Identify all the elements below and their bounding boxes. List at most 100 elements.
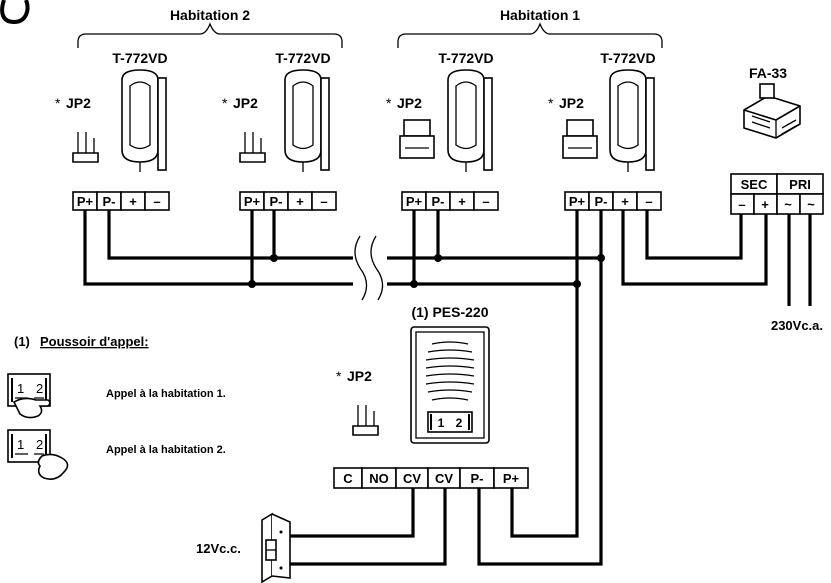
din-rail-psu-icon: [743, 83, 801, 139]
jumper-cap-icon: [399, 119, 435, 159]
legend-button-2-1: 2: [36, 437, 43, 452]
terminal-label: P+: [77, 194, 94, 209]
terminal-label-11: –: [482, 194, 489, 209]
jumper-icon: [72, 132, 99, 163]
habitation-2-label: Habitation 2: [170, 7, 250, 23]
pointing-hand-icon-1: [37, 453, 69, 480]
monitor-2: T-772VD * JP2 P+ P- + –: [222, 50, 337, 211]
panel-button-1: 1: [438, 416, 445, 430]
jp2-label-1: JP2: [233, 95, 258, 111]
cable-break-left: [354, 235, 368, 301]
call-button-legend: (1) Poussoir d'appel: 1 2 Appel à la hab…: [7, 334, 226, 480]
terminal-label-4: P+: [244, 194, 261, 209]
monitor-3: T-772VD * JP2 P+ P- + –: [386, 50, 499, 211]
legend-item-text-1: Appel à la habitation 2.: [106, 444, 226, 456]
jp2-asterisk-3: *: [548, 95, 554, 111]
psu-terminal-label-3: ~: [807, 197, 815, 212]
terminal-label-13: P-: [595, 194, 608, 209]
panel-terminal-label-3: CV: [435, 471, 453, 486]
legend-item-text: Appel à la habitation 1.: [106, 388, 226, 400]
legend-button-2: 2: [36, 381, 43, 396]
terminal-label-7: –: [320, 194, 327, 209]
jp2-label-3: JP2: [559, 95, 584, 111]
step-number-fragment: [0, 0, 30, 25]
pointing-hand-icon: [12, 397, 51, 419]
monitor-4: T-772VD * JP2 P+ P- + –: [548, 50, 662, 211]
junction-dot-4: [597, 254, 605, 262]
terminal-minus-2: [473, 191, 499, 211]
monitor-body-icon-3: [645, 77, 655, 171]
monitor-handset-inner-1: [292, 81, 314, 150]
monitor-body-icon-2: [483, 77, 493, 171]
psu-terminal-label-1: +: [761, 197, 769, 212]
legend-button-1: 1: [17, 381, 24, 396]
legend-prefix: (1): [14, 334, 30, 349]
door-panel: (1) PES-220 1 2 * JP2: [333, 304, 529, 489]
terminal-label-15: –: [645, 194, 652, 209]
panel-jp2-label: JP2: [347, 368, 372, 384]
panel-terminal-p-plus: [493, 467, 529, 489]
jumper-cap-icon-1: [562, 119, 598, 159]
monitor-model-label: T-772VD: [112, 50, 167, 66]
panel-terminal-label: C: [343, 471, 353, 486]
panel-terminal-label-2: CV: [403, 471, 421, 486]
junction-dot-5: [573, 280, 581, 288]
junction-dot-3: [410, 280, 418, 288]
jp2-label-2: JP2: [397, 95, 422, 111]
jp2-label: JP2: [66, 95, 91, 111]
sec-label: SEC: [741, 177, 768, 192]
jp2-asterisk-1: *: [222, 95, 228, 111]
terminal-minus-3: [636, 191, 662, 211]
terminal-label-3: –: [153, 194, 160, 209]
monitor-model-label-3: T-772VD: [600, 50, 655, 66]
monitor-terminal-block: P+ P- + –: [72, 191, 170, 211]
wire-lock-2: [290, 487, 447, 566]
terminal-label-12: P+: [569, 194, 586, 209]
junction-dots: [248, 254, 605, 288]
lock-voltage-label: 12Vc.c.: [196, 541, 241, 556]
terminal-label-5: P-: [270, 194, 283, 209]
legend-button-1-1: 1: [17, 437, 24, 452]
wire-p-minus-left: [107, 210, 353, 260]
jp2-asterisk-2: *: [386, 95, 392, 111]
habitation-1-label: Habitation 1: [500, 7, 580, 23]
panel-terminal-label-4: P-: [471, 471, 484, 486]
terminal-minus-1: [311, 191, 337, 211]
terminal-label-9: P-: [432, 194, 445, 209]
jp2-asterisk-4: *: [336, 368, 342, 384]
monitor-model-label-1: T-772VD: [275, 50, 330, 66]
wire-p-plus-left: [83, 210, 353, 286]
monitor-model-label-2: T-772VD: [438, 50, 493, 66]
psu-terminal-label: –: [738, 197, 745, 212]
wire-power-plus: [621, 210, 768, 286]
terminal-label-8: P+: [406, 194, 423, 209]
terminal-minus: [144, 191, 170, 211]
cable-break-right: [370, 235, 384, 301]
terminal-label-10: +: [458, 194, 466, 209]
panel-button-2: 2: [456, 416, 463, 430]
panel-title: (1) PES-220: [411, 304, 488, 320]
psu-terminal-ac2: [799, 193, 824, 215]
panel-frame: [415, 331, 485, 439]
legend-title: Poussoir d'appel:: [40, 334, 149, 349]
jumper-icon-1: [239, 132, 266, 163]
habitation-2-brace-1: [397, 22, 663, 48]
terminal-label-14: +: [621, 194, 629, 209]
panel-buttons: [427, 411, 473, 433]
monitor-handset-inner: [129, 81, 151, 150]
monitor-body-icon: [157, 77, 167, 171]
panel-terminal-label-1: NO: [369, 471, 389, 486]
psu-terminal-label-2: ~: [784, 197, 792, 212]
wire-p-minus-panel: [477, 210, 603, 566]
jumper-icon-2: [352, 405, 379, 436]
monitor-terminal-block-3: P+ P- + –: [564, 191, 662, 211]
wire-power-minus: [645, 210, 743, 260]
panel-terminal-block: C NO CV CV P- P+: [333, 467, 529, 489]
wiring: [83, 210, 812, 566]
wire-p-plus-panel: [510, 210, 579, 538]
mains-voltage-label: 230Vc.a.: [771, 318, 823, 333]
power-supply: FA-33 SEC PRI – + ~ ~ 230Vc.a.: [730, 65, 824, 333]
habitation-2-brace: [77, 22, 343, 48]
junction-dot: [270, 254, 278, 262]
